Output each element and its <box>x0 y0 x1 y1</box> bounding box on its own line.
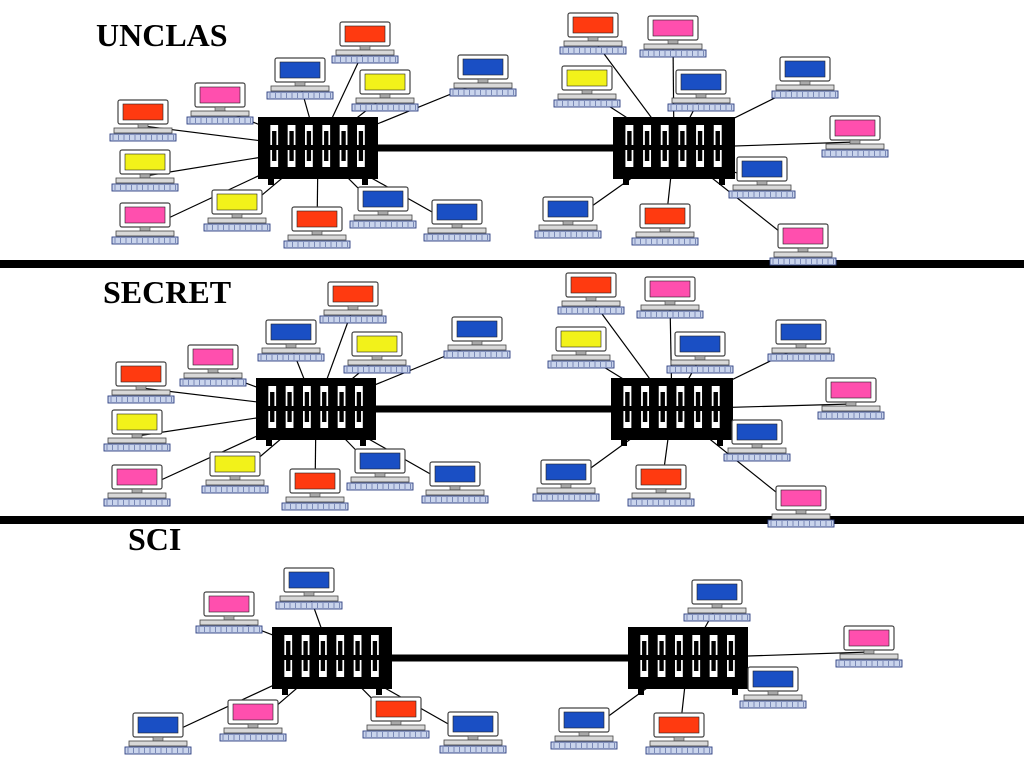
unclas-workstation-blue <box>449 54 517 97</box>
secret-workstation-red <box>107 361 175 404</box>
secret-workstation-blue <box>257 319 325 362</box>
secret-workstation-blue <box>532 459 600 502</box>
unclas-left-switch <box>258 117 378 185</box>
sci-workstation-blue <box>683 579 751 622</box>
sci-workstation-blue <box>739 666 807 709</box>
secret-network-label: SECRET <box>103 274 232 310</box>
unclas-workstation-yellow <box>351 69 419 112</box>
sci-workstation-blue <box>550 707 618 750</box>
unclas-workstation-pink <box>769 223 837 266</box>
unclas-workstation-red <box>283 206 351 249</box>
unclas-right-switch <box>613 117 735 185</box>
secret-workstation-yellow <box>103 409 171 452</box>
secret-workstation-yellow <box>201 451 269 494</box>
secret-workstation-pink <box>636 276 704 319</box>
unclas-workstation-yellow <box>203 189 271 232</box>
unclas-workstation-blue <box>423 199 491 242</box>
unclas-workstation-pink <box>186 82 254 125</box>
unclas-workstation-red <box>331 21 399 64</box>
unclas-workstation-red <box>559 12 627 55</box>
divider-unclas-secret <box>0 260 1024 268</box>
divider-secret-sci <box>0 516 1024 524</box>
sci-right-switch <box>628 627 748 695</box>
unclas-network-label: UNCLAS <box>96 17 228 53</box>
sci-workstation-pink <box>835 625 903 668</box>
unclas-workstation-pink <box>821 115 889 158</box>
unclas-workstation-blue <box>771 56 839 99</box>
secret-workstation-red <box>557 272 625 315</box>
secret-right-switch <box>611 378 733 446</box>
secret-workstation-blue <box>666 331 734 374</box>
secret-workstation-blue <box>443 316 511 359</box>
sci-workstation-blue <box>275 567 343 610</box>
secret-workstation-red <box>281 468 349 511</box>
secret-workstation-blue <box>346 448 414 491</box>
sci-workstation-red <box>645 712 713 755</box>
secret-workstation-blue <box>723 419 791 462</box>
unclas-workstation-yellow <box>111 149 179 192</box>
secret-workstation-pink <box>767 485 835 528</box>
unclas-workstation-red <box>631 203 699 246</box>
secret-workstation-red <box>627 464 695 507</box>
unclas-workstation-blue <box>728 156 796 199</box>
secret-workstation-red <box>319 281 387 324</box>
sci-left-switch <box>272 627 392 695</box>
secret-workstation-pink <box>179 344 247 387</box>
unclas-workstation-red <box>109 99 177 142</box>
secret-workstation-pink <box>103 464 171 507</box>
sci-workstation-pink <box>195 591 263 634</box>
secret-workstation-pink <box>817 377 885 420</box>
unclas-workstation-yellow <box>553 65 621 108</box>
secret-workstation-yellow <box>343 331 411 374</box>
sci-network-label: SCI <box>128 521 182 557</box>
sci-workstation-blue <box>124 712 192 755</box>
sci-workstation-blue <box>439 711 507 754</box>
unclas-workstation-pink <box>639 15 707 58</box>
secret-workstation-yellow <box>547 326 615 369</box>
sci-workstation-red <box>362 696 430 739</box>
unclas-workstation-blue <box>667 69 735 112</box>
secret-workstation-blue <box>767 319 835 362</box>
secret-left-switch <box>256 378 376 446</box>
unclas-workstation-blue <box>534 196 602 239</box>
unclas-workstation-blue <box>266 57 334 100</box>
sci-workstation-pink <box>219 699 287 742</box>
unclas-workstation-pink <box>111 202 179 245</box>
secret-workstation-blue <box>421 461 489 504</box>
unclas-workstation-blue <box>349 186 417 229</box>
